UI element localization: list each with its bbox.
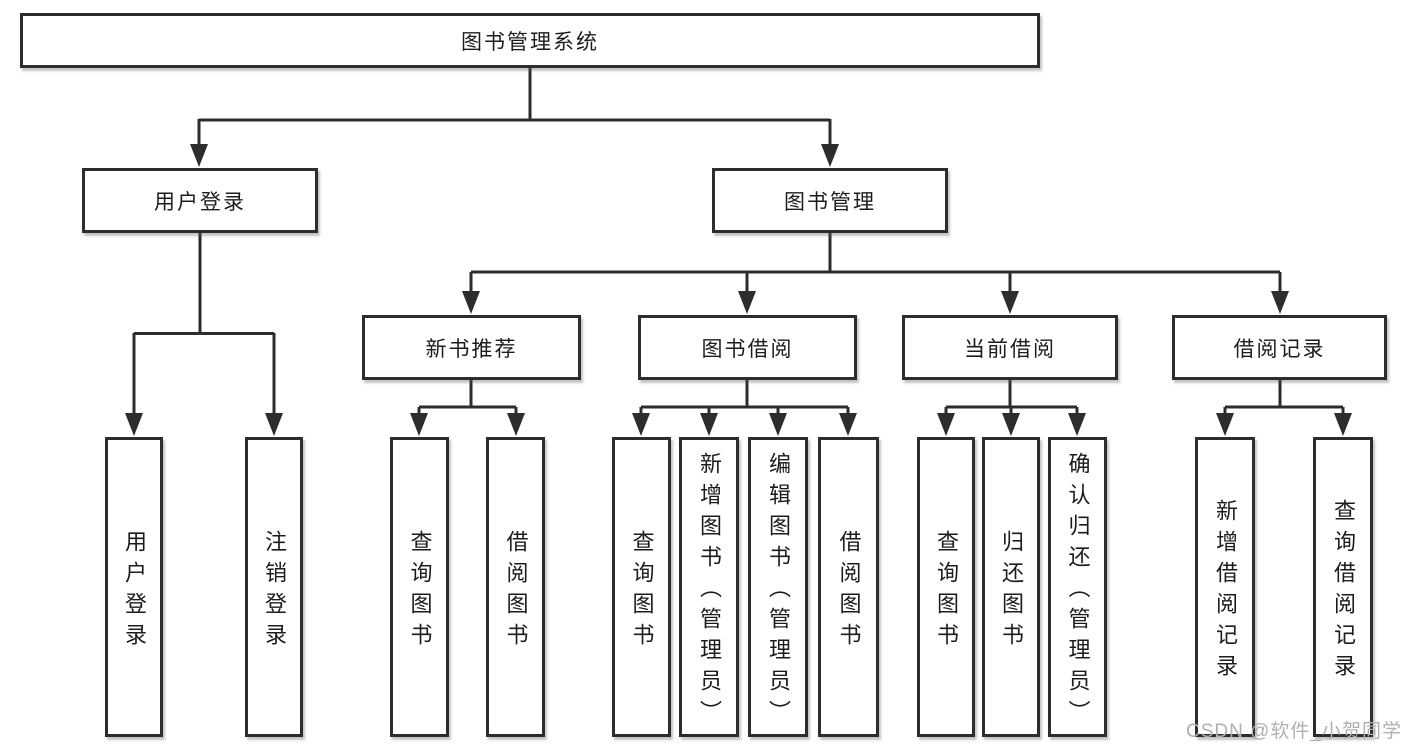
node-library-system: 图书管理系统 xyxy=(20,13,1040,68)
node-query-books-current: 查询图书 xyxy=(917,437,975,737)
node-borrow-books-borrowing: 借阅图书 xyxy=(818,437,879,737)
node-user-login-leaf-label: 用户登录 xyxy=(122,529,147,654)
node-return-books: 归还图书 xyxy=(982,437,1040,737)
node-user-login-leaf: 用户登录 xyxy=(105,437,163,737)
node-borrow-books-recommend: 借阅图书 xyxy=(486,437,545,737)
node-borrowing-records: 借阅记录 xyxy=(1172,315,1387,380)
node-query-books-recommend-label: 查询图书 xyxy=(407,529,433,654)
csdn-watermark: CSDN @软件_小贺同学 xyxy=(1186,721,1402,742)
node-book-management: 图书管理 xyxy=(712,168,948,233)
node-edit-books-admin-label: 编辑图书（管理员） xyxy=(766,452,791,731)
node-logout-label: 注销登录 xyxy=(262,529,287,654)
node-add-books-admin: 新增图书（管理员） xyxy=(679,437,739,737)
node-new-book-recommend: 新书推荐 xyxy=(362,315,581,380)
node-edit-books-admin: 编辑图书（管理员） xyxy=(748,437,808,737)
node-query-books-borrowing-label: 查询图书 xyxy=(629,529,655,654)
node-user-login-label: 用户登录 xyxy=(154,190,246,214)
node-borrow-books-recommend-label: 借阅图书 xyxy=(503,529,529,654)
node-borrow-books-borrowing-label: 借阅图书 xyxy=(836,529,862,654)
node-current-borrowing: 当前借阅 xyxy=(902,315,1118,380)
node-book-borrowing-label: 图书借阅 xyxy=(701,337,794,361)
node-add-books-admin-label: 新增图书（管理员） xyxy=(697,452,722,731)
node-confirm-return-admin-label: 确认归还（管理员） xyxy=(1065,452,1091,731)
node-library-system-label: 图书管理系统 xyxy=(461,30,599,54)
node-borrowing-records-label: 借阅记录 xyxy=(1233,337,1326,361)
node-add-borrow-record: 新增借阅记录 xyxy=(1195,437,1255,737)
node-add-borrow-record-label: 新增借阅记录 xyxy=(1213,498,1238,685)
node-query-books-current-label: 查询图书 xyxy=(934,529,959,654)
node-new-book-recommend-label: 新书推荐 xyxy=(425,337,518,361)
node-book-management-label: 图书管理 xyxy=(784,190,876,214)
node-query-books-borrowing: 查询图书 xyxy=(612,437,671,737)
node-logout: 注销登录 xyxy=(245,437,303,737)
node-current-borrowing-label: 当前借阅 xyxy=(964,337,1056,361)
node-query-borrow-record: 查询借阅记录 xyxy=(1313,437,1373,737)
node-query-books-recommend: 查询图书 xyxy=(390,437,449,737)
node-query-borrow-record-label: 查询借阅记录 xyxy=(1331,498,1356,685)
node-book-borrowing: 图书借阅 xyxy=(638,315,857,380)
node-confirm-return-admin: 确认归还（管理员） xyxy=(1048,437,1107,737)
node-return-books-label: 归还图书 xyxy=(999,529,1024,654)
node-user-login: 用户登录 xyxy=(82,168,318,233)
